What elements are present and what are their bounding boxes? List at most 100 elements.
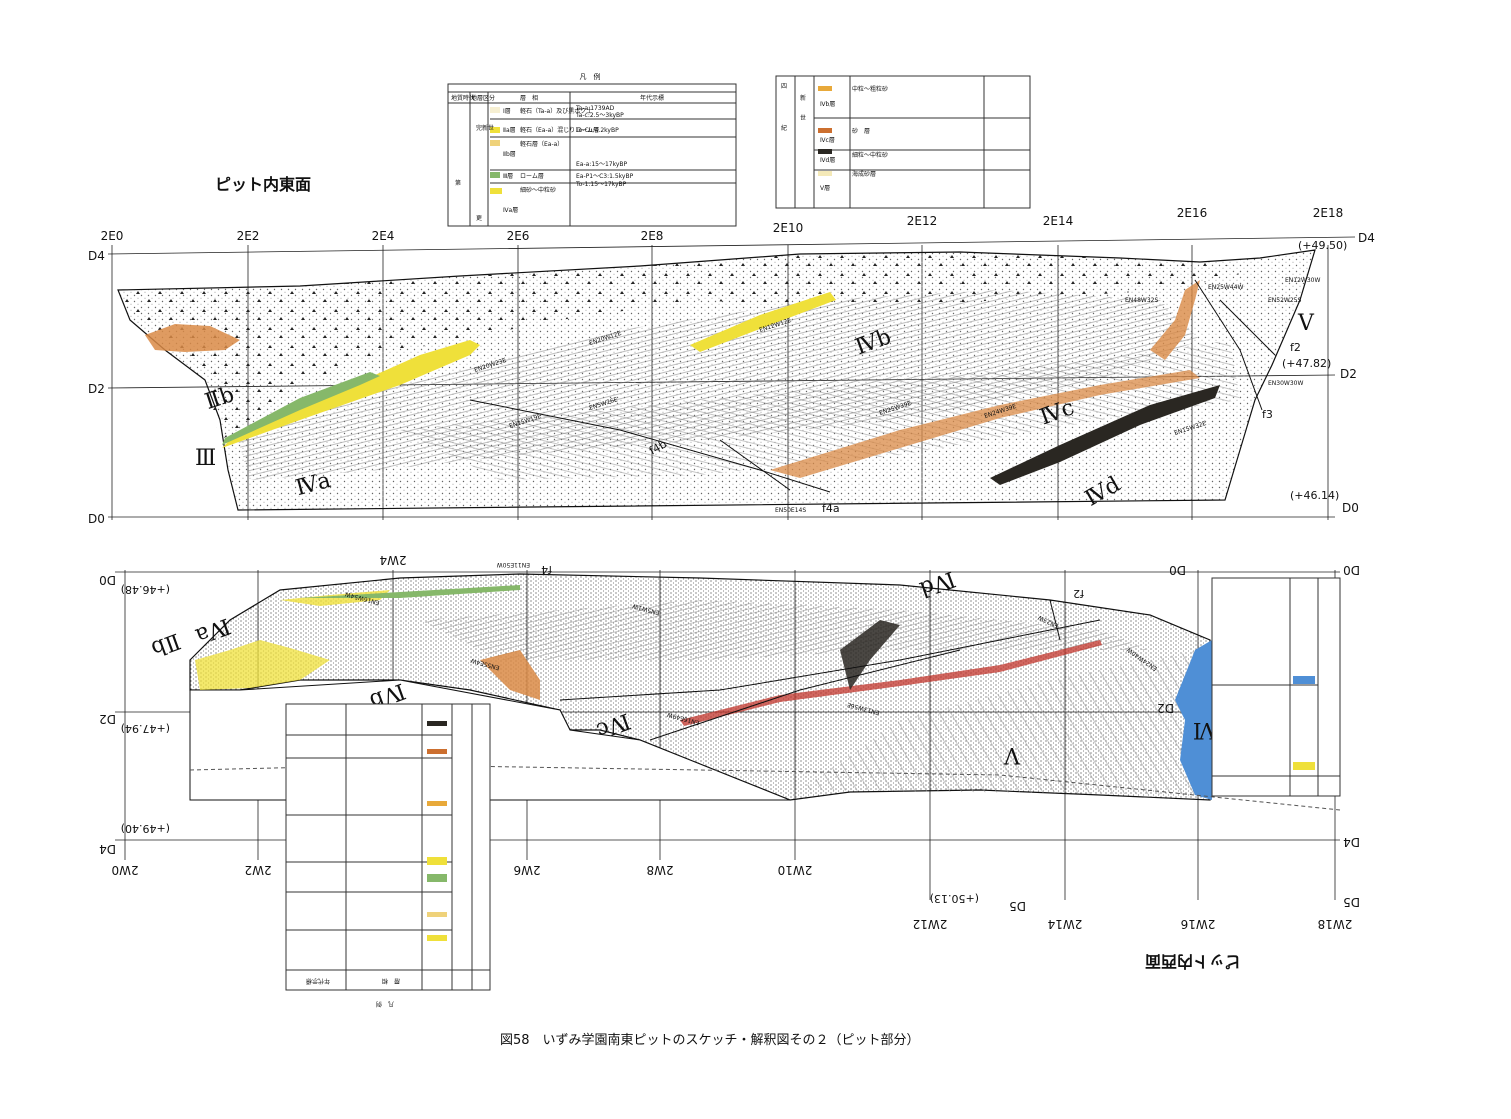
legend-br-swatch-blue	[1293, 676, 1315, 684]
west-level-d2-left: D2	[99, 712, 116, 726]
east-grid-2e0: 2E0	[101, 229, 124, 243]
legend2-r2-facies: 砂 層	[852, 127, 870, 135]
legend-swatch-4b	[818, 86, 832, 91]
legend-r3-age: To-Cu:4.2kyBP	[575, 127, 619, 134]
legend-b-swatch-1	[427, 721, 447, 726]
east-unit-v: Ⅴ	[1297, 311, 1315, 336]
legend2-era-2: 紀	[781, 124, 787, 132]
legend-swatch-2a	[490, 127, 500, 133]
legend-r3-unit: Ⅱa層	[503, 127, 516, 134]
west-grid-2w12: 2W12	[913, 917, 948, 931]
west-unit-iib: Ⅱb	[148, 628, 184, 661]
east-level-d0-right: D0	[1342, 501, 1359, 515]
legend-b-swatch-6	[427, 912, 447, 917]
west-unit-vi: Ⅵ	[1193, 717, 1216, 742]
legend-r2-age: Ta-c:2.5〜3kyBP	[575, 112, 624, 119]
legend-r1-facies: 軽石（Ta-a）及び黒ボク土	[520, 107, 592, 115]
legend-b-h3: 層 相	[382, 977, 400, 985]
east-unit-iii: Ⅲ	[195, 446, 216, 471]
west-grid-2w8: 2W8	[646, 863, 673, 877]
legend2-r3-facies: 細粒〜中粒砂	[852, 151, 888, 159]
west-unit-v-zone	[800, 650, 1205, 795]
legend-era-3: 更	[476, 215, 482, 222]
east-grid-2e14: 2E14	[1043, 214, 1074, 228]
legend-h1: 地質時代	[451, 94, 475, 102]
east-grid-2e4: 2E4	[372, 229, 395, 243]
legend-b-swatch-5	[427, 874, 447, 882]
west-grid-2w10: 2W10	[778, 863, 813, 877]
legend-r6-unit: Ⅲ層	[503, 173, 513, 180]
figure-caption: 図58 いずみ学園南東ピットのスケッチ・解釈図その２（ピット部分）	[500, 1032, 920, 1048]
west-level-d0-right: D0	[1343, 563, 1360, 577]
east-pumice-orange	[145, 324, 240, 352]
east-grid-2e10: 2E10	[773, 221, 804, 235]
legend-r3-facies: 軽石（Ea-a）混じりローム層	[520, 126, 599, 134]
west-level-d2-right: D2	[1157, 701, 1174, 715]
west-laminae	[420, 600, 1150, 660]
east-grid-2e16: 2E16	[1177, 206, 1208, 220]
legend-r1-unit: Ⅰ層	[503, 108, 511, 115]
east-orange-fault	[1150, 280, 1200, 360]
west-fault-f4: f4	[541, 563, 552, 576]
east-elev-3: (+46.14)	[1290, 489, 1339, 502]
legend2-era-4: 世	[800, 114, 806, 122]
west-grid-2w4: 2W4	[379, 553, 406, 567]
east-yellow-band	[222, 340, 480, 448]
legend2-era-1: 四	[781, 83, 787, 90]
east-level-d2-left: D2	[88, 382, 105, 396]
east-elev-2: (+47.82)	[1282, 357, 1331, 370]
east-strike-14: EN50E14S	[775, 507, 806, 514]
legend-bottom-title: 凡 例	[376, 1000, 394, 1008]
legend-top-title: 凡 例	[580, 72, 601, 81]
east-elev-1: (+49.50)	[1298, 239, 1347, 252]
legend-r7-age: To-1:15〜17kyBP	[575, 181, 627, 188]
legend-era-2: 第	[455, 179, 461, 187]
east-yellow-lens	[690, 292, 836, 352]
east-level-d2-right: D2	[1340, 367, 1357, 381]
west-yellow-iia	[195, 640, 330, 690]
legend-swatch-4d	[818, 149, 832, 154]
west-grid-2w16: 2W16	[1181, 917, 1216, 931]
east-level-d0-left: D0	[88, 512, 105, 526]
west-grid-2w6: 2W6	[513, 863, 540, 877]
east-grid-2e2: 2E2	[237, 229, 260, 243]
east-face-title: ピット内東面	[215, 175, 311, 194]
east-faults	[469, 279, 1276, 493]
legend-h3: 層 相	[520, 94, 538, 102]
west-elev-1: (+46.48)	[121, 583, 170, 596]
east-grid-2e12: 2E12	[907, 214, 938, 228]
west-orange-ivc	[480, 650, 540, 700]
legend-h2: 地層区分	[471, 94, 495, 102]
legend2-r4-facies: 海成砂層	[852, 170, 876, 178]
west-strike-1: EN11E50W	[497, 561, 530, 568]
east-dark-ivd	[990, 385, 1220, 485]
east-level-d4-left: D4	[88, 249, 105, 263]
legend-r8-unit: Ⅳa層	[503, 207, 518, 214]
legend-r4-unit: Ⅱb層	[503, 151, 516, 158]
west-level-d0-left: D0	[99, 573, 116, 587]
west-face-section: 2W0 2W2 2W6 2W8 2W10 2W12 2W14 2W16 2W18…	[99, 553, 1360, 971]
legend-swatch-3	[490, 172, 500, 178]
legend2-r2-unit: Ⅳc層	[820, 137, 835, 144]
west-faults	[559, 599, 1101, 741]
legend-b-h4: 年代示標	[306, 977, 330, 985]
legend-swatch-1	[490, 107, 500, 113]
east-fault-f3: f3	[1262, 408, 1273, 421]
west-level-d4-left: D4	[99, 842, 116, 856]
west-fault-f2: f2	[1073, 587, 1084, 600]
legend-r4-facies: 軽石層（Ea-a）	[520, 140, 563, 148]
legend-br-swatch-yellow	[1293, 762, 1315, 770]
west-grid-2w18: 2W18	[1318, 917, 1353, 931]
west-green-band	[300, 585, 520, 598]
legend-bottom-right	[1211, 577, 1341, 797]
west-level-d4-right: D4	[1343, 835, 1360, 849]
west-level-d5-mid: D5	[1009, 899, 1026, 913]
legend2-r1-unit: Ⅳb層	[820, 101, 835, 108]
legend-b-swatch-3	[427, 801, 447, 806]
legend2-r3-unit: Ⅳd層	[820, 157, 835, 164]
east-grid-2e8: 2E8	[641, 229, 664, 243]
west-dark-ivd	[840, 620, 900, 690]
west-grid-2w14: 2W14	[1048, 917, 1083, 931]
east-strike-10: EN25W44W	[1208, 284, 1243, 291]
